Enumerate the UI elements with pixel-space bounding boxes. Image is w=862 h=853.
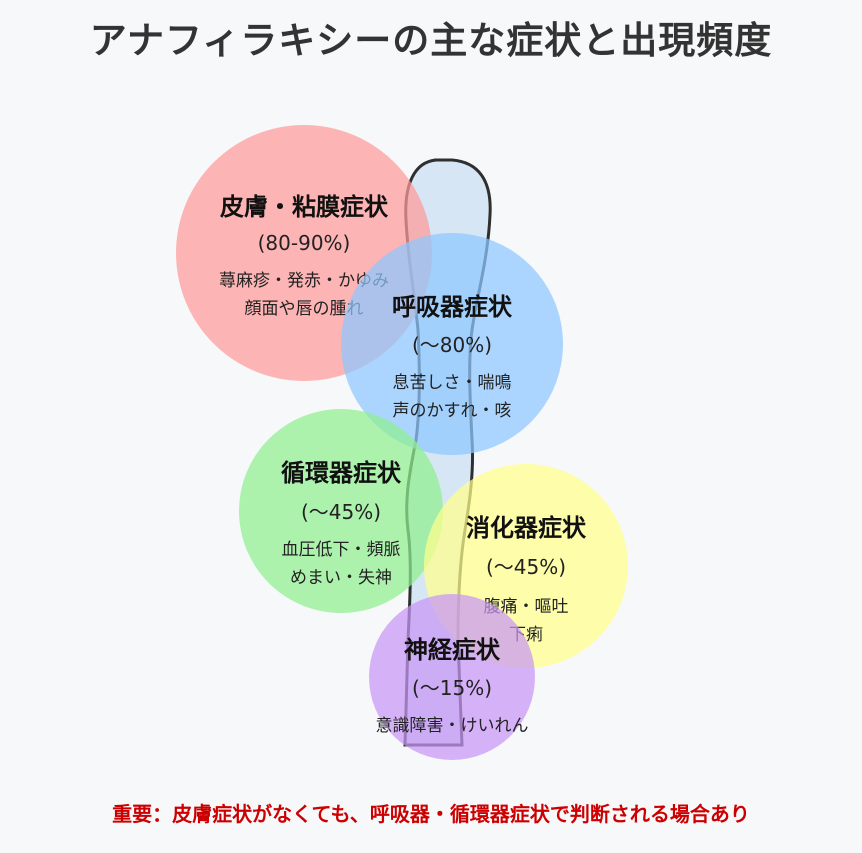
- circle-digestive-title: 消化器症状: [466, 514, 587, 542]
- circle-circulatory: 循環器症状 (〜45%) 血圧低下・頻脈 めまい・失神: [239, 409, 443, 613]
- circle-circulatory-title: 循環器症状: [281, 459, 402, 487]
- circle-respiratory-symptom-2: 声のかすれ・咳: [393, 401, 512, 421]
- circle-respiratory-title: 呼吸器症状: [392, 293, 513, 321]
- page-title: アナフィラキシーの主な症状と出現頻度: [89, 19, 773, 62]
- circle-skin-frequency: (80-90%): [258, 231, 351, 255]
- circle-skin-symptom-2: 顔面や唇の腫れ: [245, 299, 364, 319]
- circle-skin-symptom-1: 蕁麻疹・発赤・かゆみ: [219, 271, 389, 291]
- circle-circulatory-symptom-1: 血圧低下・頻脈: [282, 540, 401, 560]
- circle-respiratory-shape: [341, 233, 563, 455]
- circle-neuro-frequency: (〜15%): [412, 676, 492, 700]
- circle-respiratory-frequency: (〜80%): [412, 333, 492, 357]
- circle-digestive-symptom-1: 腹痛・嘔吐: [484, 597, 569, 617]
- circle-neuro-symptom-1: 意識障害・けいれん: [376, 716, 529, 736]
- circle-neuro: 神経症状 (〜15%) 意識障害・けいれん: [369, 594, 535, 760]
- important-note: 重要：皮膚症状がなくても、呼吸器・循環器症状で判断される場合あり: [112, 802, 750, 826]
- circle-respiratory: 呼吸器症状 (〜80%) 息苦しさ・喘鳴 声のかすれ・咳: [341, 233, 563, 455]
- circle-neuro-title: 神経症状: [404, 636, 501, 664]
- circle-respiratory-symptom-1: 息苦しさ・喘鳴: [393, 373, 512, 393]
- circle-digestive-frequency: (〜45%): [486, 555, 566, 579]
- circle-circulatory-frequency: (〜45%): [301, 500, 381, 524]
- circle-neuro-shape: [369, 594, 535, 760]
- circle-skin-title: 皮膚・粘膜症状: [220, 193, 389, 221]
- circle-circulatory-shape: [239, 409, 443, 613]
- circle-circulatory-symptom-2: めまい・失神: [290, 568, 392, 588]
